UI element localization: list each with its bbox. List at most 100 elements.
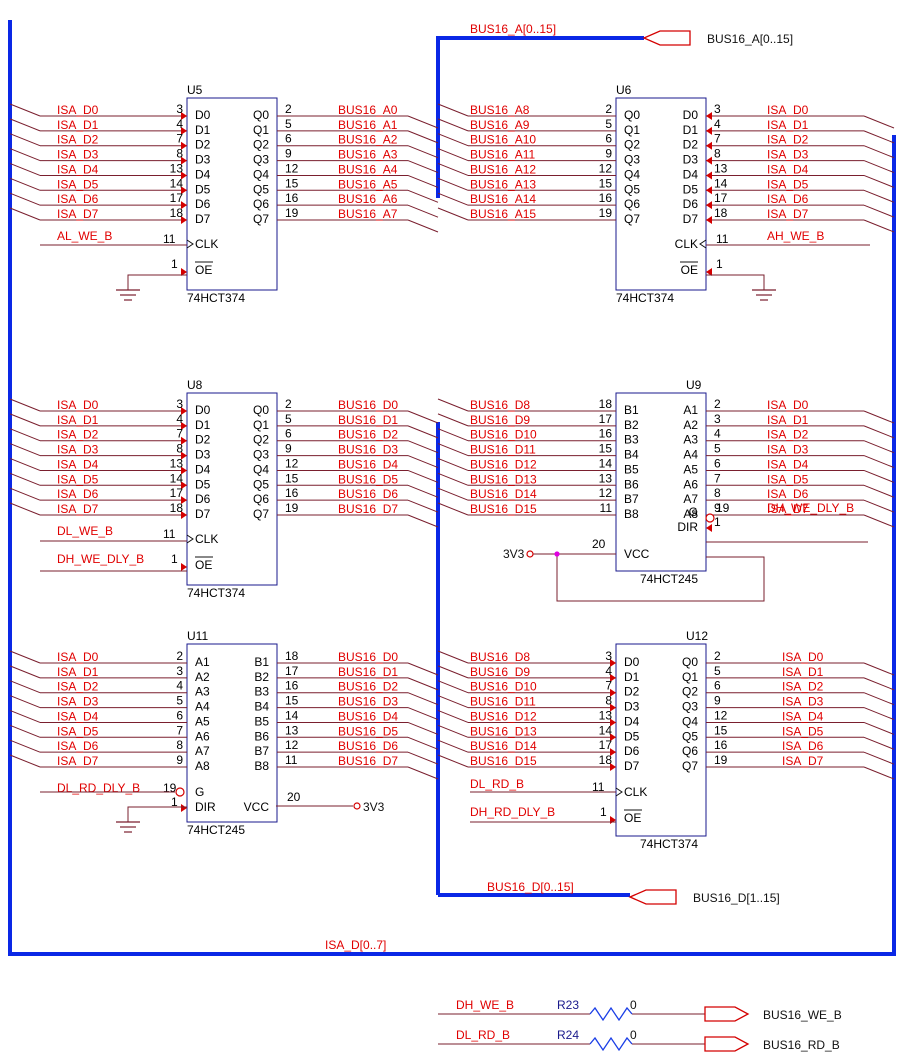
u6-pin-d3: D3 xyxy=(683,153,699,167)
u9-g-net: DH_WE_DLY_B xyxy=(767,501,854,515)
u9-pin-b4: B4 xyxy=(624,448,639,462)
u8-clk-net: DL_WE_B xyxy=(57,524,113,538)
u11-net-left: ISA_D2 xyxy=(57,680,99,694)
r23-value: 0 xyxy=(630,998,637,1012)
u11-pin-a3: A3 xyxy=(195,685,210,699)
u11-pin-dir: DIR xyxy=(195,800,216,814)
u12-pin-num-right: 2 xyxy=(714,649,721,663)
u9-pin-a2: A2 xyxy=(683,418,698,432)
u6-pin-q3: Q3 xyxy=(624,153,640,167)
u12-net-left: BUS16_D11 xyxy=(470,695,536,709)
u8-pin-num-left: 13 xyxy=(170,456,184,470)
u8-pin-num-right: 5 xyxy=(285,412,292,426)
u9-pin-num-left: 14 xyxy=(599,456,613,470)
u6-pin-num-left: 16 xyxy=(599,191,613,205)
u6-net-left: BUS16_A8 xyxy=(470,103,530,117)
u8-pin-d4: D4 xyxy=(195,462,211,476)
u9-pin-a4: A4 xyxy=(683,448,698,462)
u6-pin-num-right: 3 xyxy=(714,102,721,116)
u12-pin-num-right: 12 xyxy=(714,708,728,722)
u12-oe-net: DH_RD_DLY_B xyxy=(470,805,555,819)
u12-pin-d1: D1 xyxy=(624,670,640,684)
u6-pin-num-right: 7 xyxy=(714,132,721,146)
u5-pin-d6: D6 xyxy=(195,197,211,211)
u12-net-left: BUS16_D13 xyxy=(470,724,537,738)
r24-ref: R24 xyxy=(557,1028,579,1042)
u11-pin-num-right: 12 xyxy=(285,738,299,752)
u12-pin-q5: Q5 xyxy=(682,729,698,743)
u11-net-left: ISA_D5 xyxy=(57,724,99,738)
u9-net-left: BUS16_D15 xyxy=(470,502,537,516)
u8-pin-num-right: 9 xyxy=(285,442,292,456)
u12-net-left: BUS16_D12 xyxy=(470,709,537,723)
u8-net-left: ISA_D6 xyxy=(57,487,99,501)
u5-part: 74HCT374 xyxy=(187,291,245,305)
u11-pin-num-left: 4 xyxy=(176,679,183,693)
u5-pin-d3: D3 xyxy=(195,153,211,167)
u11-net-right: BUS16_D0 xyxy=(338,650,398,664)
u5-net-right: BUS16_A2 xyxy=(338,133,398,147)
u11-pin-vcc: VCC xyxy=(244,800,270,814)
u6-pin-d1: D1 xyxy=(683,123,699,137)
u8-pin-oe: OE xyxy=(195,558,212,572)
u11-net-left: ISA_D7 xyxy=(57,754,99,768)
u6-ref: U6 xyxy=(616,83,632,97)
u5-body xyxy=(186,97,278,291)
u12-pin-num-left: 8 xyxy=(605,694,612,708)
u6-pin-d0: D0 xyxy=(683,108,699,122)
u12-pin-q6: Q6 xyxy=(682,744,698,758)
u12-pin-q3: Q3 xyxy=(682,700,698,714)
u9-g-num: 19 xyxy=(716,501,730,515)
u11-pin-a4: A4 xyxy=(195,700,210,714)
u6-net-left: BUS16_A12 xyxy=(470,162,536,176)
u12-net-right: ISA_D6 xyxy=(782,739,824,753)
u12-net-right: ISA_D1 xyxy=(782,665,824,679)
u8-control xyxy=(40,540,187,572)
u11-net-right: BUS16_D5 xyxy=(338,724,398,738)
u5-pin-num-left: 13 xyxy=(170,161,184,175)
u5-pin-q2: Q2 xyxy=(253,138,269,152)
u11-net-left: ISA_D1 xyxy=(57,665,99,679)
u8-pin-q4: Q4 xyxy=(253,462,269,476)
u12-pin-clk: CLK xyxy=(624,785,647,799)
u9-pin-num-right: 2 xyxy=(714,397,721,411)
u12-net-right: ISA_D3 xyxy=(782,695,824,709)
u5-net-right: BUS16_A1 xyxy=(338,118,398,132)
u5-pin-num-right: 2 xyxy=(285,102,292,116)
u6-body xyxy=(615,97,707,291)
u12-net-right: ISA_D4 xyxy=(782,709,824,723)
u5-clk-num: 11 xyxy=(163,232,176,246)
u11-pin-num-left: 7 xyxy=(176,723,183,737)
u5-net-left: ISA_D3 xyxy=(57,148,99,162)
u8-net-left: ISA_D5 xyxy=(57,472,99,486)
u11-control xyxy=(40,787,361,833)
u8-pin-num-right: 6 xyxy=(285,427,292,441)
u5-pin-num-left: 3 xyxy=(176,102,183,116)
u11-pin-a5: A5 xyxy=(195,714,210,728)
u5-pin-q6: Q6 xyxy=(253,197,269,211)
u11-pin-num-right: 11 xyxy=(285,753,298,767)
u5-net-right: BUS16_A0 xyxy=(338,103,398,117)
r24-net-label: DL_RD_B xyxy=(456,1028,510,1042)
u9-pin-b6: B6 xyxy=(624,477,639,491)
u8-net-left: ISA_D1 xyxy=(57,413,99,427)
r23-ref: R23 xyxy=(557,998,579,1012)
u9-pin-dir: DIR xyxy=(677,520,698,534)
u11-pin-num-right: 17 xyxy=(285,664,299,678)
u12-pin-d6: D6 xyxy=(624,744,640,758)
r24-value: 0 xyxy=(630,1028,637,1042)
u6-pin-num-left: 2 xyxy=(605,102,612,116)
u11-net-left: ISA_D0 xyxy=(57,650,99,664)
u9-pin-b1: B1 xyxy=(624,403,639,417)
u6-pin-d4: D4 xyxy=(683,167,699,181)
u8-pin-num-right: 19 xyxy=(285,501,299,515)
u6-net-right: ISA_D7 xyxy=(767,207,809,221)
u9-net-left: BUS16_D11 xyxy=(470,443,536,457)
u6-pin-num-right: 13 xyxy=(714,161,728,175)
u6-part: 74HCT374 xyxy=(616,291,674,305)
u9-part: 74HCT245 xyxy=(640,572,698,586)
u8-pin-d1: D1 xyxy=(195,418,211,432)
u8-pin-q5: Q5 xyxy=(253,477,269,491)
u9-pin-num-left: 11 xyxy=(600,501,613,515)
u6-pin-num-right: 4 xyxy=(714,117,721,131)
